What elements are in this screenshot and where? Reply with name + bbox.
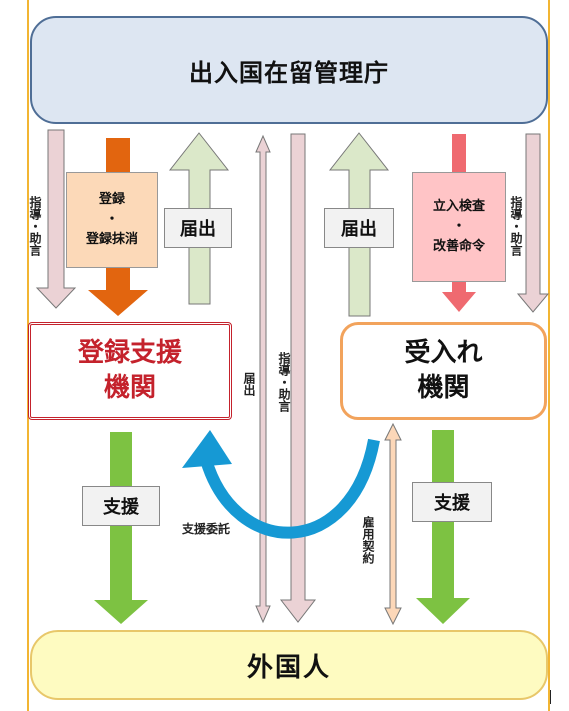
- text-cursor: [550, 690, 551, 704]
- guide-left-label: 指導・助言: [28, 196, 42, 256]
- entrust-label: 支援委託: [182, 522, 231, 536]
- notify-mid-arrow: [255, 134, 271, 624]
- notify-left-box: 届出: [164, 208, 232, 248]
- inspection-line3: 改善命令: [432, 239, 485, 255]
- foreign-label: 外国人: [246, 652, 331, 683]
- registration-line1: 登録: [98, 191, 125, 207]
- notify-left-label: 届出: [180, 219, 216, 240]
- registration-line2: ・: [105, 211, 119, 227]
- notify-right-box: 届出: [324, 208, 394, 248]
- guide-mid-arrow: [279, 133, 317, 623]
- notify-mid-label: 届出: [242, 372, 256, 396]
- entrust-arrow-head: [182, 430, 232, 468]
- support-left-arrow: [94, 432, 148, 624]
- registration-line3: 登録抹消: [85, 232, 138, 248]
- employment-arrow: [384, 422, 402, 626]
- support-left-label: 支援: [103, 497, 139, 518]
- support-left-box: 支援: [82, 486, 160, 526]
- registration-box: 登録 ・ 登録抹消: [66, 172, 158, 268]
- guide-mid-label: 指導・助言: [277, 352, 291, 412]
- receiving-box: 受入れ 機関: [340, 322, 547, 420]
- receiving-line2: 機関: [417, 373, 470, 403]
- employment-label: 雇用契約: [361, 516, 375, 564]
- inspection-line1: 立入検査: [432, 198, 485, 214]
- registered-support-box: 登録支援 機関: [28, 322, 232, 420]
- guide-right-label: 指導・助言: [509, 196, 523, 256]
- guide-left-arrow: [35, 129, 77, 309]
- registered-support-line2: 機関: [103, 373, 156, 403]
- guide-right-arrow: [516, 133, 550, 313]
- agency-label: 出入国在留管理庁: [189, 58, 389, 87]
- receiving-line1: 受入れ: [404, 337, 483, 368]
- support-right-arrow: [416, 430, 470, 624]
- agency-box: 出入国在留管理庁: [30, 16, 548, 124]
- inspection-line2: ・: [452, 218, 466, 234]
- registered-support-line1: 登録支援: [77, 337, 182, 368]
- foreign-box: 外国人: [30, 630, 548, 700]
- entrust-arrow: [200, 438, 380, 539]
- support-right-label: 支援: [434, 493, 470, 514]
- support-right-box: 支援: [412, 482, 492, 522]
- notify-right-label: 届出: [341, 219, 377, 240]
- inspection-box: 立入検査 ・ 改善命令: [412, 172, 506, 282]
